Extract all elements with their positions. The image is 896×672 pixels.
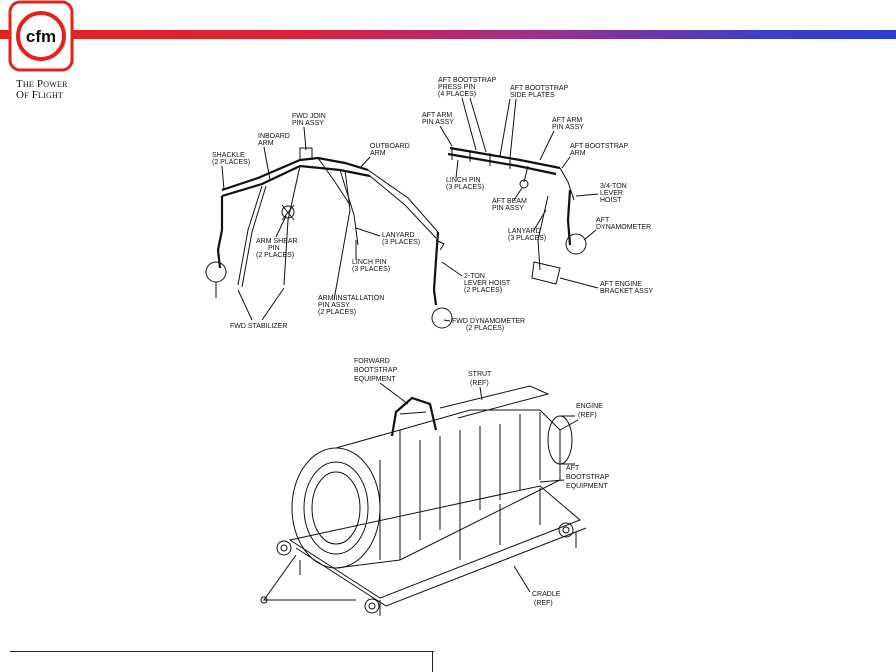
svg-text:ARM SHEAR: ARM SHEAR [256, 238, 298, 245]
label-aft-lanyard: LANYARD (3 PLACES) [508, 209, 547, 242]
svg-text:PIN ASSY: PIN ASSY [422, 119, 454, 126]
svg-text:(REF): (REF) [534, 600, 553, 607]
svg-text:CRADLE: CRADLE [532, 591, 561, 598]
label-arm-shear-pin: ARM SHEAR PIN (2 PLACES) [256, 215, 298, 259]
svg-text:BRACKET ASSY: BRACKET ASSY [600, 288, 654, 295]
svg-text:HOIST: HOIST [600, 197, 622, 204]
svg-text:PIN: PIN [268, 245, 280, 252]
svg-text:(2 PLACES): (2 PLACES) [318, 309, 356, 316]
label-fwd-dynamometer: FWD DYNAMOMETER (2 PLACES) [443, 318, 525, 332]
svg-text:SHACKLE: SHACKLE [212, 152, 245, 159]
label-strut: STRUT (REF) [468, 371, 492, 401]
svg-text:AFT ARM: AFT ARM [422, 112, 452, 119]
label-cradle: CRADLE (REF) [513, 565, 561, 607]
svg-text:(2 PLACES): (2 PLACES) [212, 159, 250, 166]
svg-text:ARM: ARM [570, 150, 586, 157]
svg-text:(4 PLACES): (4 PLACES) [438, 91, 476, 98]
svg-text:(3 PLACES): (3 PLACES) [382, 239, 420, 246]
svg-text:LINCH PIN: LINCH PIN [446, 177, 481, 184]
svg-text:FWD JOIN: FWD JOIN [292, 113, 326, 120]
svg-text:AFT: AFT [596, 217, 610, 224]
svg-text:(2 PLACES): (2 PLACES) [256, 252, 294, 259]
svg-text:EQUIPMENT: EQUIPMENT [354, 376, 396, 383]
label-lever-hoist-fwd: 2-TON LEVER HOIST (2 PLACES) [441, 261, 511, 294]
cfm-logo: cfm [8, 0, 74, 72]
svg-text:(3 PLACES): (3 PLACES) [508, 235, 546, 242]
forward-bootstrap-drawing [205, 147, 453, 329]
svg-text:LEVER HOIST: LEVER HOIST [464, 280, 511, 287]
svg-text:PRESS PIN: PRESS PIN [438, 84, 475, 91]
label-aft-press-pin: AFT BOOTSTRAP PRESS PIN (4 PLACES) [438, 77, 497, 153]
aft-bootstrap-drawing [447, 146, 587, 285]
svg-text:LEVER: LEVER [600, 190, 623, 197]
label-lanyard-fwd: LANYARD (3 PLACES) [355, 227, 420, 246]
label-aft-dynamometer: AFT DYNAMOMETER [583, 217, 651, 241]
svg-text:LANYARD: LANYARD [508, 228, 541, 235]
svg-text:INBOARD: INBOARD [258, 133, 290, 140]
svg-text:FORWARD: FORWARD [354, 358, 390, 365]
svg-text:LANYARD: LANYARD [382, 232, 415, 239]
svg-text:AFT BOOTSTRAP: AFT BOOTSTRAP [510, 85, 569, 92]
header-gradient-bar [0, 30, 896, 39]
svg-text:(REF): (REF) [578, 412, 597, 419]
svg-text:AFT BEAM: AFT BEAM [492, 198, 527, 205]
svg-text:(3 PLACES): (3 PLACES) [446, 184, 484, 191]
footer-divider-tick [432, 651, 433, 672]
label-shackle: SHACKLE (2 PLACES) [212, 152, 250, 191]
label-aft-bootstrap-equipment: AFT BOOTSTRAP EQUIPMENT [539, 465, 610, 490]
svg-text:ARM: ARM [370, 150, 386, 157]
svg-text:PIN ASSY: PIN ASSY [552, 124, 584, 131]
svg-text:ARM INSTALLATION: ARM INSTALLATION [318, 295, 384, 302]
label-aft-arm-pin-left: AFT ARM PIN ASSY [422, 112, 454, 147]
svg-text:BOOTSTRAP: BOOTSTRAP [566, 474, 610, 481]
svg-text:OUTBOARD: OUTBOARD [370, 143, 410, 150]
svg-text:3/4-TON: 3/4-TON [600, 183, 627, 190]
svg-text:LINCH PIN: LINCH PIN [352, 259, 387, 266]
engine-cradle-drawing [260, 385, 587, 616]
svg-text:(3 PLACES): (3 PLACES) [352, 266, 390, 273]
label-aft-bootstrap-arm: AFT BOOTSTRAP ARM [561, 143, 629, 169]
label-aft-side-plates: AFT BOOTSTRAP SIDE PLATES [499, 85, 569, 159]
brand-tagline: The Power Of Flight [16, 79, 86, 101]
label-aft-lever-hoist: 3/4-TON LEVER HOIST [575, 183, 627, 204]
label-aft-engine-bracket: AFT ENGINE BRACKET ASSY [559, 277, 654, 295]
label-aft-arm-pin-right: AFT ARM PIN ASSY [539, 117, 584, 161]
svg-text:PIN ASSY: PIN ASSY [492, 205, 524, 212]
label-fwd-stabilizer: FWD STABILIZER [230, 287, 287, 330]
svg-text:FWD DYNAMOMETER: FWD DYNAMOMETER [452, 318, 525, 325]
svg-text:DYNAMOMETER: DYNAMOMETER [596, 224, 651, 231]
tagline-line-2: Of Flight [16, 89, 64, 101]
svg-text:SIDE PLATES: SIDE PLATES [510, 92, 555, 99]
svg-text:PIN ASSY: PIN ASSY [292, 120, 324, 127]
tagline-line-1: The Power [16, 78, 68, 90]
svg-text:(REF): (REF) [470, 380, 489, 387]
svg-text:(2 PLACES): (2 PLACES) [466, 325, 504, 332]
label-engine: ENGINE (REF) [559, 403, 603, 431]
label-aft-linch-pin: LINCH PIN (3 PLACES) [446, 159, 484, 191]
label-inboard-arm: INBOARD ARM [258, 133, 290, 181]
label-outboard-arm: OUTBOARD ARM [359, 143, 410, 169]
logo-text: cfm [26, 27, 56, 46]
svg-text:PIN ASSY: PIN ASSY [318, 302, 350, 309]
svg-text:AFT ARM: AFT ARM [552, 117, 582, 124]
label-forward-bootstrap-equipment: FORWARD BOOTSTRAP EQUIPMENT [354, 358, 409, 405]
svg-text:BOOTSTRAP: BOOTSTRAP [354, 367, 398, 374]
svg-text:EQUIPMENT: EQUIPMENT [566, 483, 608, 490]
svg-text:(2 PLACES): (2 PLACES) [464, 287, 502, 294]
label-fwd-join-pin: FWD JOIN PIN ASSY [292, 113, 326, 151]
svg-text:ENGINE: ENGINE [576, 403, 603, 410]
label-aft-beam-pin: AFT BEAM PIN ASSY [492, 187, 527, 212]
label-linch-pin-fwd: LINCH PIN (3 PLACES) [352, 240, 390, 273]
svg-text:AFT BOOTSTRAP: AFT BOOTSTRAP [438, 77, 497, 84]
svg-text:2-TON: 2-TON [464, 273, 485, 280]
footer-divider [10, 651, 434, 652]
svg-text:AFT ENGINE: AFT ENGINE [600, 281, 642, 288]
svg-text:STRUT: STRUT [468, 371, 492, 378]
label-arm-installation: ARM INSTALLATION PIN ASSY (2 PLACES) [318, 295, 384, 316]
svg-text:FWD STABILIZER: FWD STABILIZER [230, 323, 287, 330]
svg-text:AFT BOOTSTRAP: AFT BOOTSTRAP [570, 143, 629, 150]
svg-text:AFT: AFT [566, 465, 580, 472]
svg-text:ARM: ARM [258, 140, 274, 147]
